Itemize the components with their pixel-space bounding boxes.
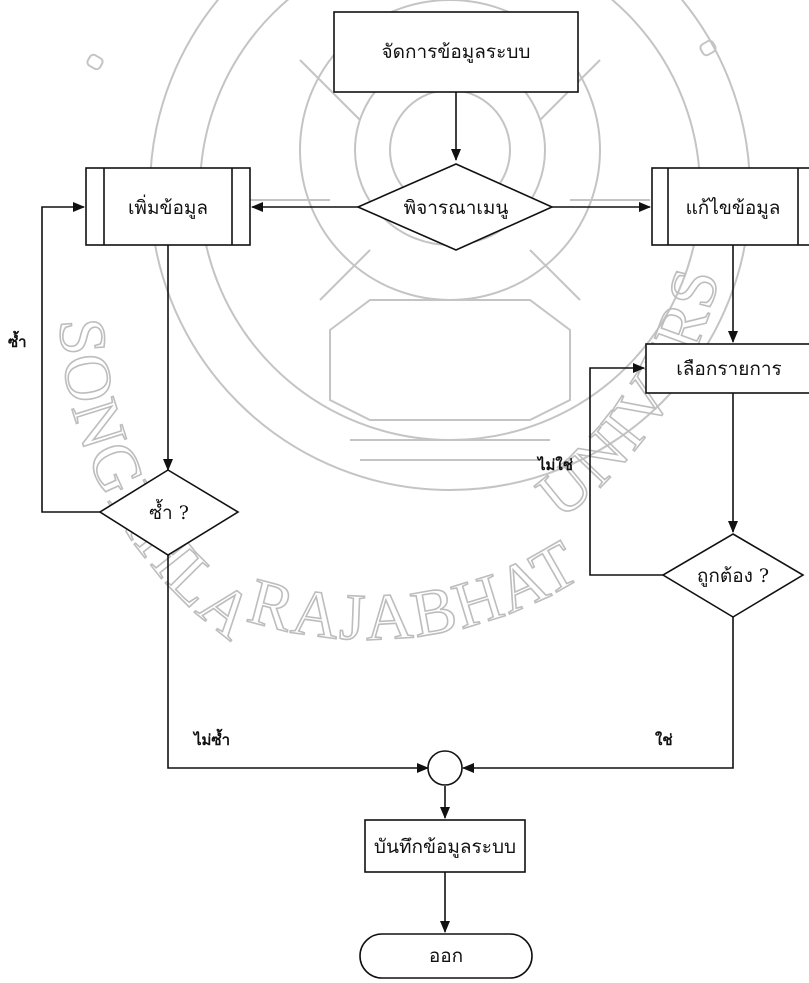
terminator-exit-label: ออก: [429, 945, 463, 967]
edge-notdup-to-merge: [167, 555, 429, 773]
decision-duplicate-label: ซ้ำ ?: [149, 499, 189, 524]
node-manage-system-data-label: จัดการข้อมูลระบบ: [382, 41, 531, 63]
decision-consider-menu-label: พิจารณาเมนู: [404, 197, 509, 219]
watermark-text-bottom: RAJABHAT: [241, 526, 592, 655]
edge-label-no: ไม่ใช่: [536, 455, 573, 474]
decision-correct: ถูกต้อง ?: [661, 533, 805, 618]
node-manage-system-data: จัดการข้อมูลระบบ: [333, 11, 579, 93]
decision-correct-label: ถูกต้อง ?: [697, 565, 769, 587]
process-edit-data: แก้ไขข้อมูล: [651, 167, 809, 246]
terminator-exit: ออก: [359, 933, 533, 979]
process-edit-data-label: แก้ไขข้อมูล: [686, 197, 781, 219]
edge-label-duplicate: ซ้ำ: [8, 330, 27, 351]
flow-edges: [41, 92, 738, 933]
process-add-data-label: เพิ่มข้อมูล: [128, 194, 208, 219]
node-save-system-data-label: บันทึกข้อมูลระบบ: [374, 836, 516, 858]
node-save-system-data: บันทึกข้อมูลระบบ: [364, 819, 526, 873]
decision-consider-menu: พิจารณาเมนู: [356, 163, 554, 251]
edge-label-yes: ใช่: [655, 731, 673, 749]
seal-dot-left: [86, 53, 104, 71]
university-seal-watermark: SONGKHLA RAJABHAT UNIVERSITY: [0, 0, 751, 656]
edge-yes-to-merge: [462, 617, 734, 773]
edge-label-not-duplicate: ไม่ซ้ำ: [192, 728, 230, 749]
decision-duplicate: ซ้ำ ?: [98, 469, 240, 556]
merge-connector: [427, 750, 463, 786]
node-select-item-label: เลือกรายการ: [676, 358, 781, 380]
process-add-data: เพิ่มข้อมูล: [85, 167, 251, 246]
edge-no-loop: [589, 363, 663, 576]
seal-dot-right: [699, 39, 717, 57]
node-select-item: เลือกรายการ: [645, 343, 809, 394]
edge-dup-loop: [41, 202, 100, 513]
